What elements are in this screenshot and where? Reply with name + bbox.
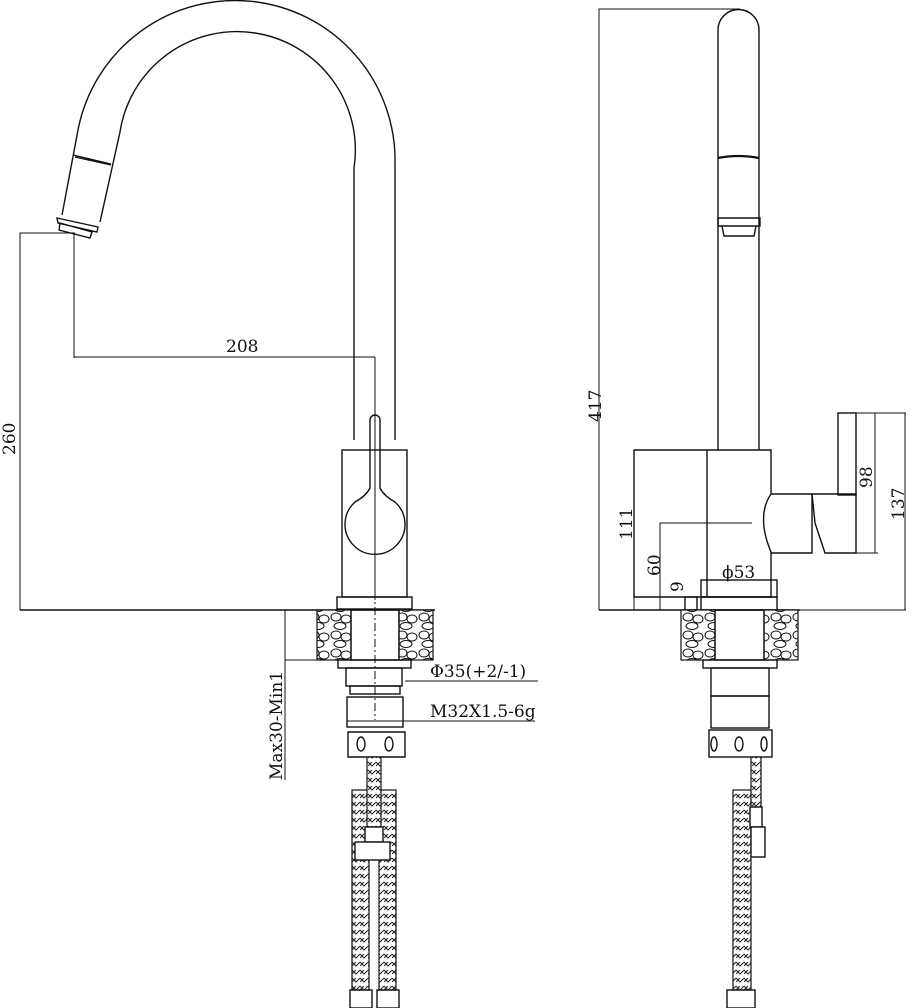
- dim-label-9: 9: [668, 581, 688, 592]
- dim-label-base-diameter: ϕ53: [722, 563, 755, 583]
- side-spout: [717, 8, 760, 450]
- lever-handle: [344, 414, 406, 556]
- countertop-left: [316, 609, 352, 661]
- spray-head-band: [72, 154, 112, 166]
- front-view: 260 208 Φ35(+2/-1) M32X1.5-6g: [0, 0, 538, 1008]
- side-body: [633, 449, 772, 598]
- side-supply-hose: [732, 789, 752, 991]
- spout-inner: [99, 30, 357, 440]
- spray-head-nozzle: [56, 217, 99, 239]
- dim-label-417: 417: [586, 390, 606, 422]
- hex-nut: [347, 731, 406, 758]
- base-ring: [336, 596, 413, 610]
- hose-connector: [354, 841, 391, 861]
- dim-label-60: 60: [645, 554, 665, 576]
- side-base: [700, 596, 778, 611]
- side-hex-nut: [708, 729, 773, 758]
- dim-label-137: 137: [889, 488, 909, 520]
- dim-label-deck-thickness: Max30-Min1: [267, 671, 287, 780]
- dim-label-hole-diameter: Φ35(+2/-1): [430, 662, 526, 682]
- pullout-hose: [366, 756, 382, 828]
- mounting-nut: [345, 667, 403, 687]
- dim-line-260: [19, 232, 75, 610]
- spout-outer: [61, 0, 396, 440]
- side-spray-nozzle: [717, 217, 761, 237]
- dim-label-208: 208: [226, 337, 258, 357]
- dim-label-111: 111: [617, 508, 637, 540]
- side-view: 417 111 60 9 ϕ53 98 137: [586, 8, 909, 1008]
- dim-label-260: 260: [0, 423, 20, 455]
- dim-line-417: [598, 8, 740, 610]
- threaded-shank: [346, 696, 404, 728]
- dim-label-thread: M32X1.5-6g: [430, 702, 536, 722]
- dim-label-98: 98: [857, 466, 877, 488]
- countertop-right: [398, 609, 434, 661]
- side-lever: [837, 412, 857, 496]
